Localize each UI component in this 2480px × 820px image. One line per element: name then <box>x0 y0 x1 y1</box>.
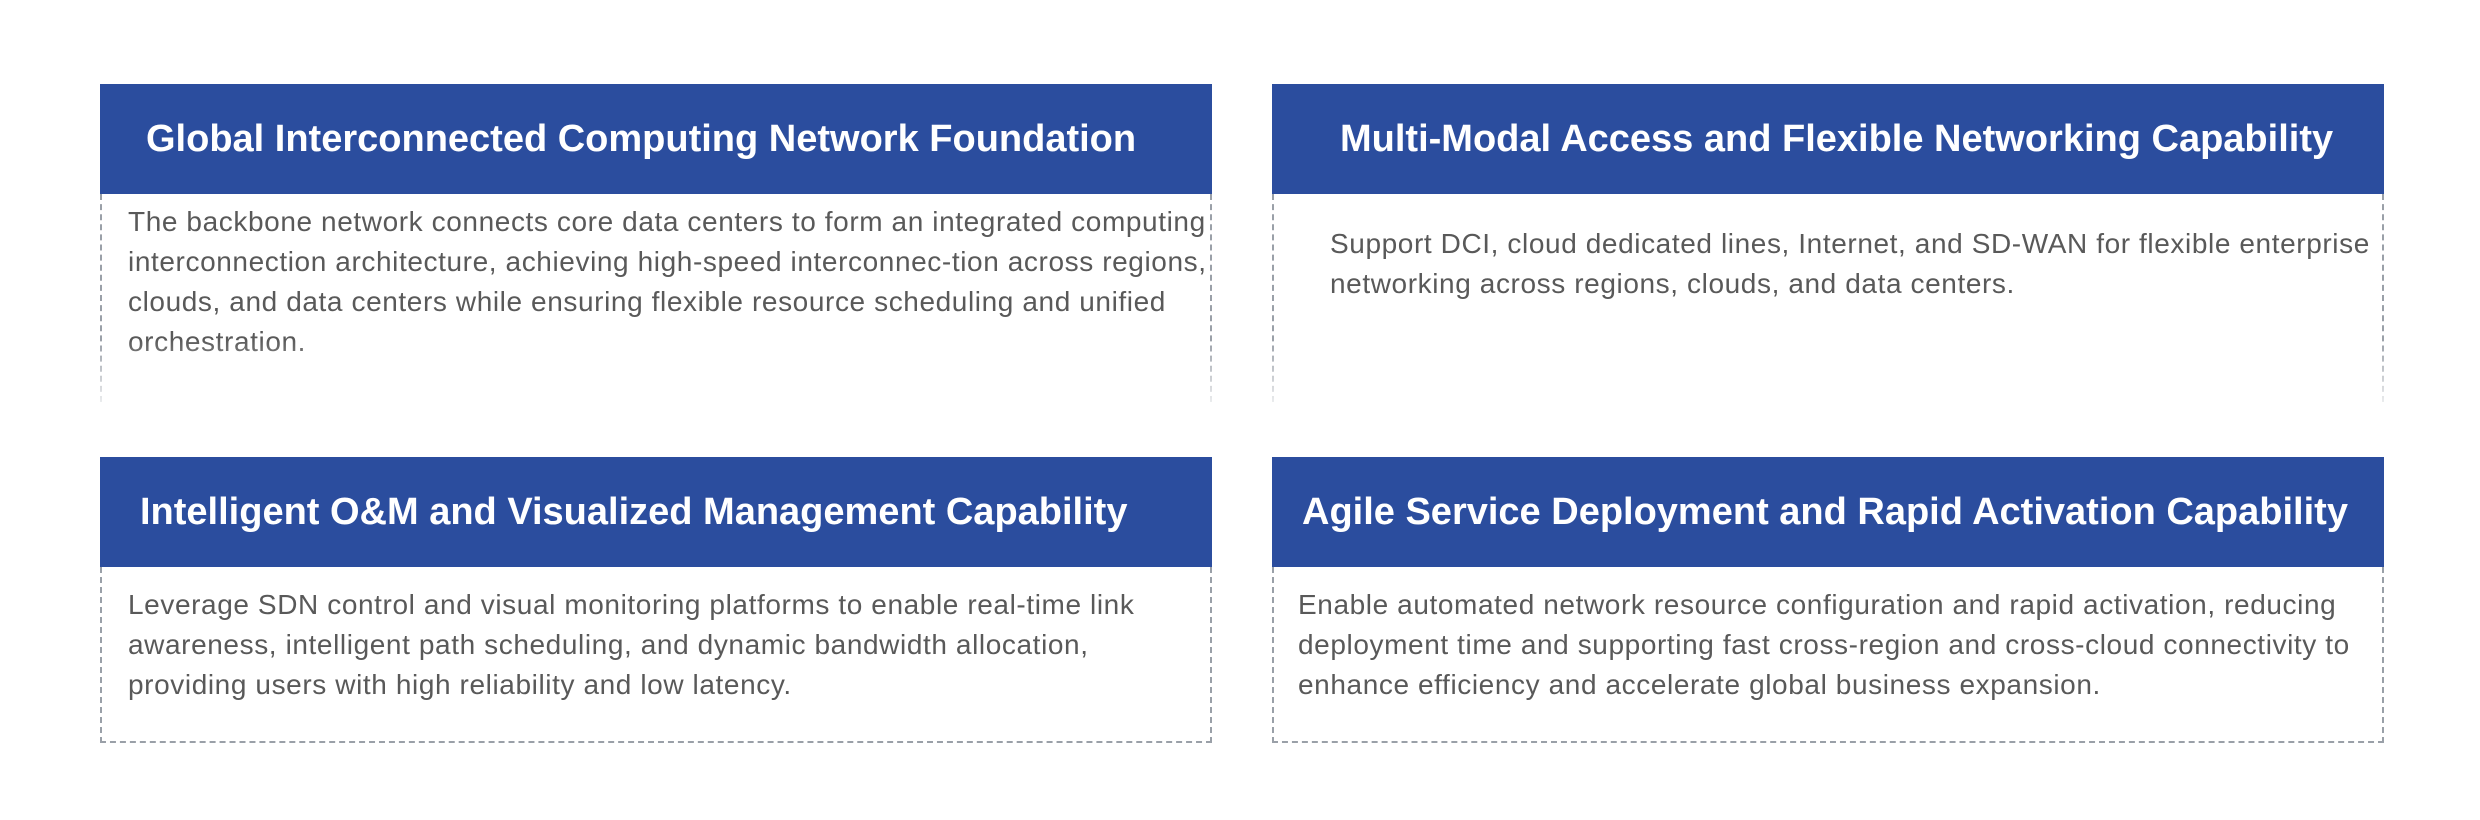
feature-card-multimodal-access: Multi-Modal Access and Flexible Networki… <box>1272 84 2384 402</box>
card-description: Leverage SDN control and visual monitori… <box>128 589 1135 700</box>
card-title: Intelligent O&M and Visualized Managemen… <box>100 457 1212 567</box>
card-body: The backbone network connects core data … <box>100 194 1212 402</box>
feature-card-agile-deployment: Agile Service Deployment and Rapid Activ… <box>1272 457 2384 743</box>
card-body: Leverage SDN control and visual monitori… <box>100 567 1212 743</box>
feature-card-global-network: Global Interconnected Computing Network … <box>100 84 1212 402</box>
card-title: Global Interconnected Computing Network … <box>100 84 1212 194</box>
card-description: The backbone network connects core data … <box>128 206 1207 357</box>
card-title: Agile Service Deployment and Rapid Activ… <box>1272 457 2384 567</box>
card-description: Support DCI, cloud dedicated lines, Inte… <box>1330 228 2370 299</box>
card-body: Support DCI, cloud dedicated lines, Inte… <box>1272 194 2384 402</box>
card-description: Enable automated network resource config… <box>1298 589 2350 700</box>
feature-card-intelligent-om: Intelligent O&M and Visualized Managemen… <box>100 457 1212 743</box>
card-body: Enable automated network resource config… <box>1272 567 2384 743</box>
card-title: Multi-Modal Access and Flexible Networki… <box>1272 84 2384 194</box>
